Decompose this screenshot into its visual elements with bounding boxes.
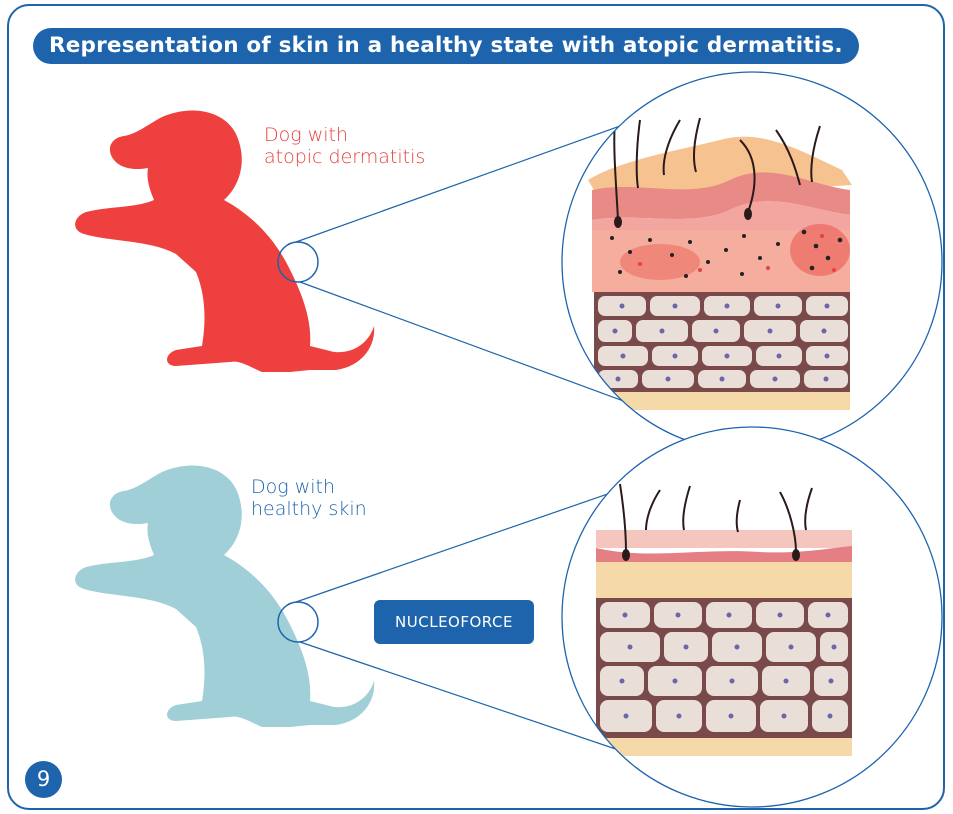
skin-healthy-illustration	[560, 425, 953, 814]
label-atopic-dog: Dog with atopic dermatitis	[264, 124, 425, 168]
nucleoforce-badge: NUCLEOFORCE	[374, 600, 534, 644]
skin-atopic-illustration	[560, 70, 953, 470]
page-number-badge: 9	[25, 761, 62, 798]
label-healthy-dog: Dog with healthy skin	[251, 476, 367, 520]
